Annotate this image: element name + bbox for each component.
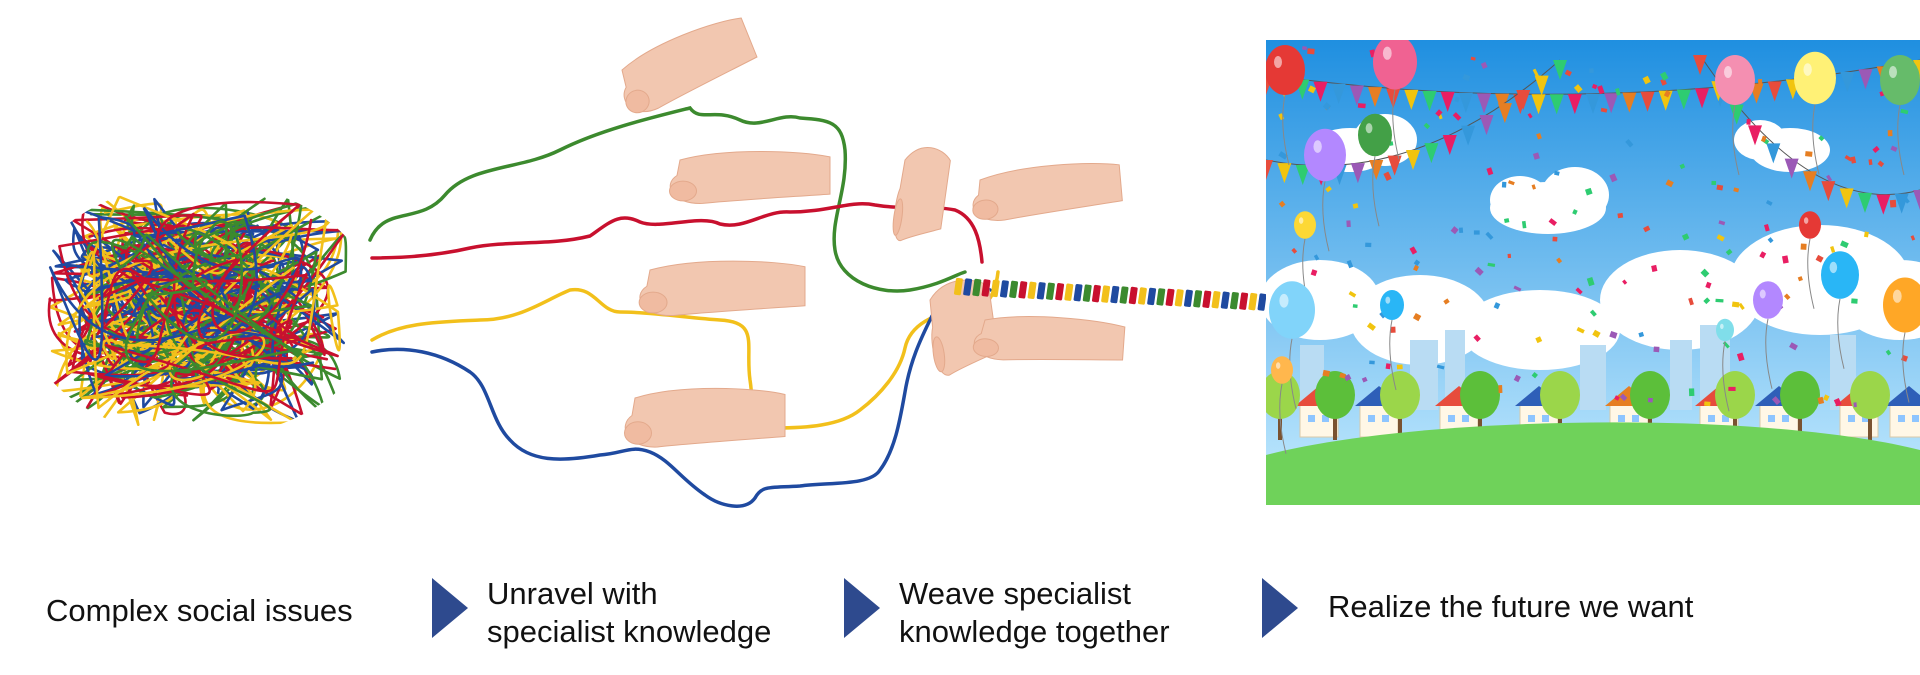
step-label-line: Weave specialist	[899, 576, 1132, 611]
hand-icon	[972, 162, 1123, 221]
hand-icon	[621, 17, 758, 114]
unravel-weave-illustration	[47, 17, 1920, 508]
tangle-icon	[47, 193, 350, 426]
thread-red	[370, 202, 984, 264]
step-label-line: Unravel with	[487, 576, 658, 611]
celebration-scene-icon	[1266, 40, 1920, 505]
step-weave: Weave specialist knowledge together	[899, 575, 1170, 651]
hand-icon	[669, 151, 831, 204]
hand-icon	[638, 260, 806, 317]
arrow-right-icon	[1262, 578, 1298, 638]
thread-blue	[370, 288, 992, 508]
thread-green	[368, 106, 967, 293]
step-complex-social-issues: Complex social issues	[46, 592, 353, 630]
step-realize-future: Realize the future we want	[1328, 588, 1693, 626]
arrow-right-icon	[844, 578, 880, 638]
step-label-line: Realize the future we want	[1328, 589, 1694, 624]
hand-icon	[972, 316, 1126, 361]
hand-icon	[892, 146, 951, 242]
thread-yellow	[370, 270, 1000, 430]
hand-icon	[624, 387, 786, 448]
step-label-line: Complex social issues	[46, 593, 353, 628]
arrow-right-icon	[432, 578, 468, 638]
step-label-line: knowledge together	[899, 614, 1170, 649]
step-unravel: Unravel with specialist knowledge	[487, 575, 771, 651]
step-label-line: specialist knowledge	[487, 614, 772, 649]
braid-icon	[953, 277, 1267, 311]
